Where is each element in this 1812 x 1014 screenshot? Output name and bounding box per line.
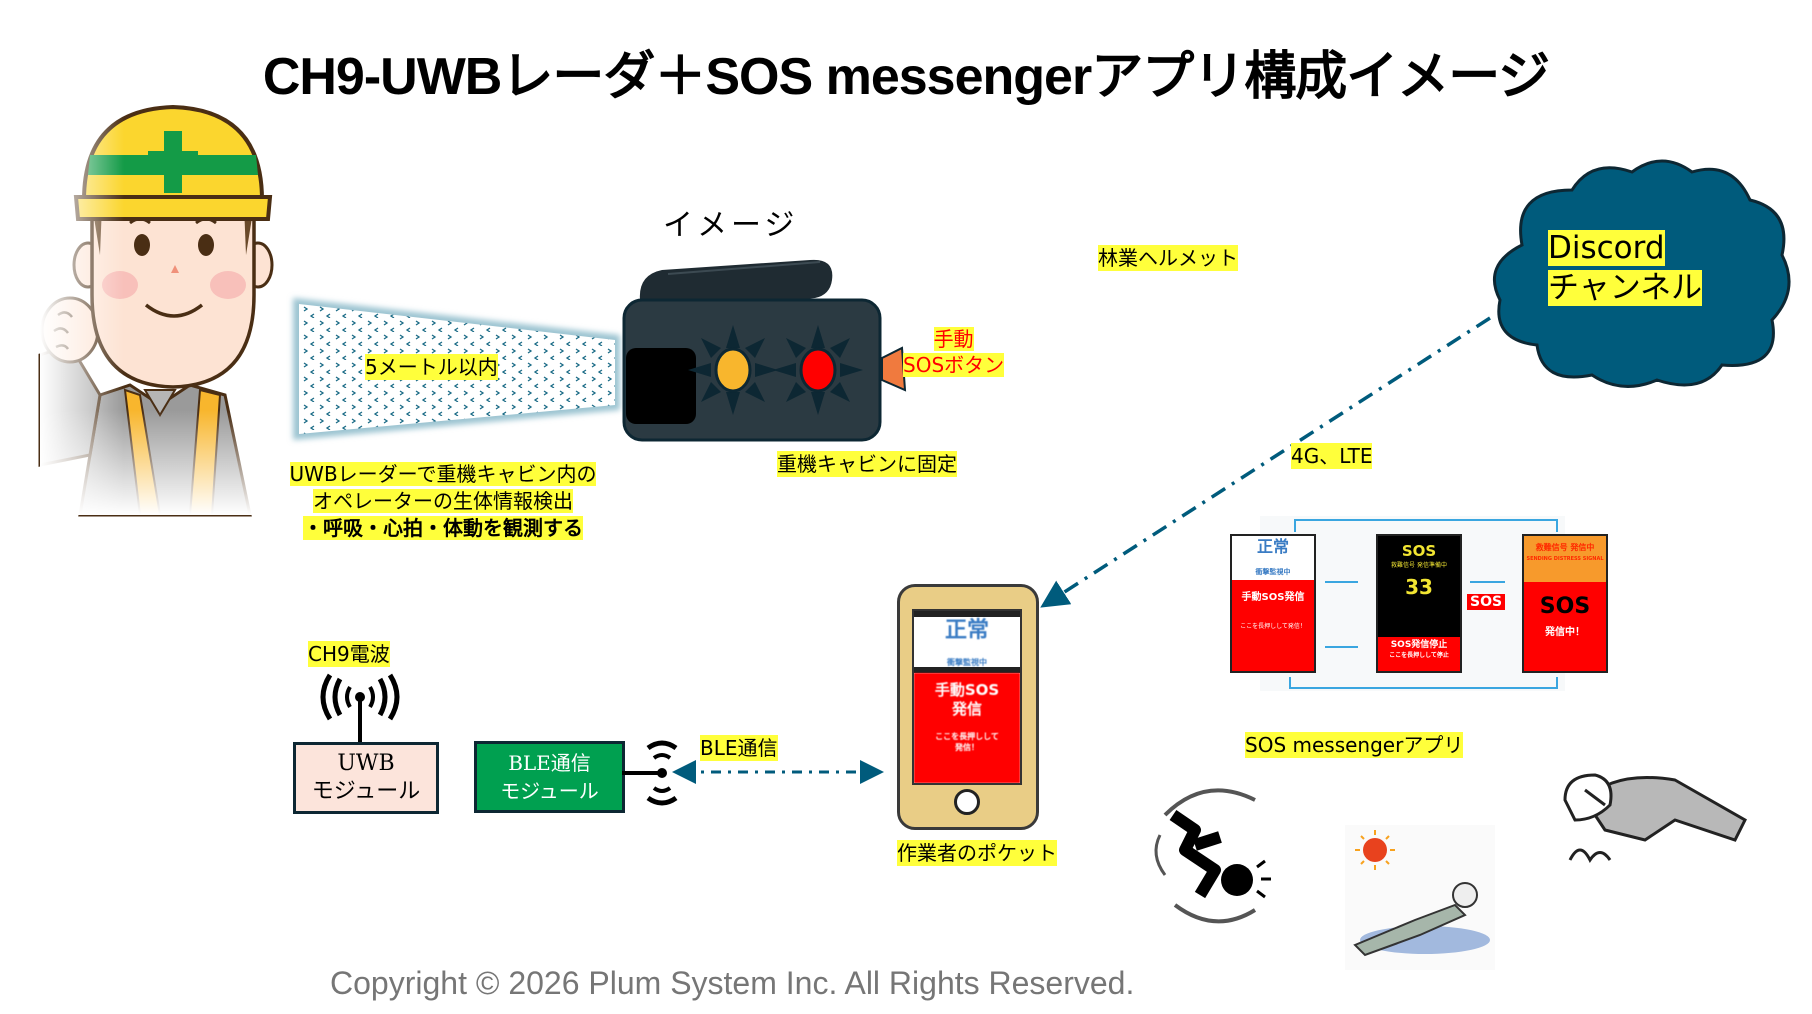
device-image-caption: イメージ [663, 208, 799, 243]
radio-label: CH9電波 [308, 641, 390, 667]
app-flow-diagram: 正常 衝撃監視中 手動SOS発信 ここを長押しして発信！ SOS 救難信号 発信… [1230, 512, 1608, 697]
worker-illustration [38, 95, 280, 517]
app-screen-normal: 正常 衝撃監視中 手動SOS発信 ここを長押しして発信！ [1230, 534, 1316, 673]
network-label: 4G、LTE [1291, 443, 1373, 469]
ble-module: BLE通信 モジュール [474, 741, 625, 813]
heatstroke-icon [1345, 825, 1495, 970]
detection-description: UWBレーダーで重機キャビン内の オペレーターの生体情報検出 ・呼吸・心拍・体動… [289, 462, 597, 540]
app-caption: SOS messengerアプリ [1245, 732, 1464, 758]
home-button-icon [954, 789, 980, 815]
collapse-icon [1563, 773, 1747, 863]
fall-icon [1154, 788, 1271, 924]
cloud-label: Discord チャンネル [1548, 230, 1703, 306]
app-screen-sending: 救難信号 発信中 SENDING DISTRESS SIGNAL SOS 発信中… [1522, 534, 1608, 673]
worker-phone: 正常 衝撃監視中 手動SOS 発信 ここを長押しして 発信！ [897, 584, 1039, 830]
sos-badge: SOS [1467, 594, 1506, 610]
phone-caption: 作業者のポケット [897, 840, 1057, 866]
app-screen-countdown: SOS 救難信号 発信準備中 33 SOS発信停止 ここを長押しして停止 [1376, 534, 1462, 673]
uwb-radar-device [622, 259, 907, 442]
range-label: 5メートル以内 [365, 354, 498, 380]
helmet-label: 林業ヘルメット [1098, 245, 1238, 271]
ble-link-label: BLE通信 [700, 735, 778, 761]
sos-button-label: 手動 SOSボタン [903, 327, 1005, 377]
amber-indicator-icon [688, 325, 778, 415]
antenna-icon [320, 673, 400, 745]
ble-antenna-icon [622, 740, 678, 806]
sos-button-icon [881, 346, 907, 392]
copyright: Copyright © 2026 Plum System Inc. All Ri… [330, 965, 1135, 1001]
mount-label: 重機キャビンに固定 [777, 451, 957, 477]
uwb-module: UWB モジュール [293, 742, 439, 814]
red-indicator-icon [773, 325, 863, 415]
phone-screen: 正常 衝撃監視中 手動SOS 発信 ここを長押しして 発信！ [912, 609, 1022, 785]
page-title: CH9-UWBレーダ＋SOS messengerアプリ構成イメージ [262, 48, 1550, 106]
